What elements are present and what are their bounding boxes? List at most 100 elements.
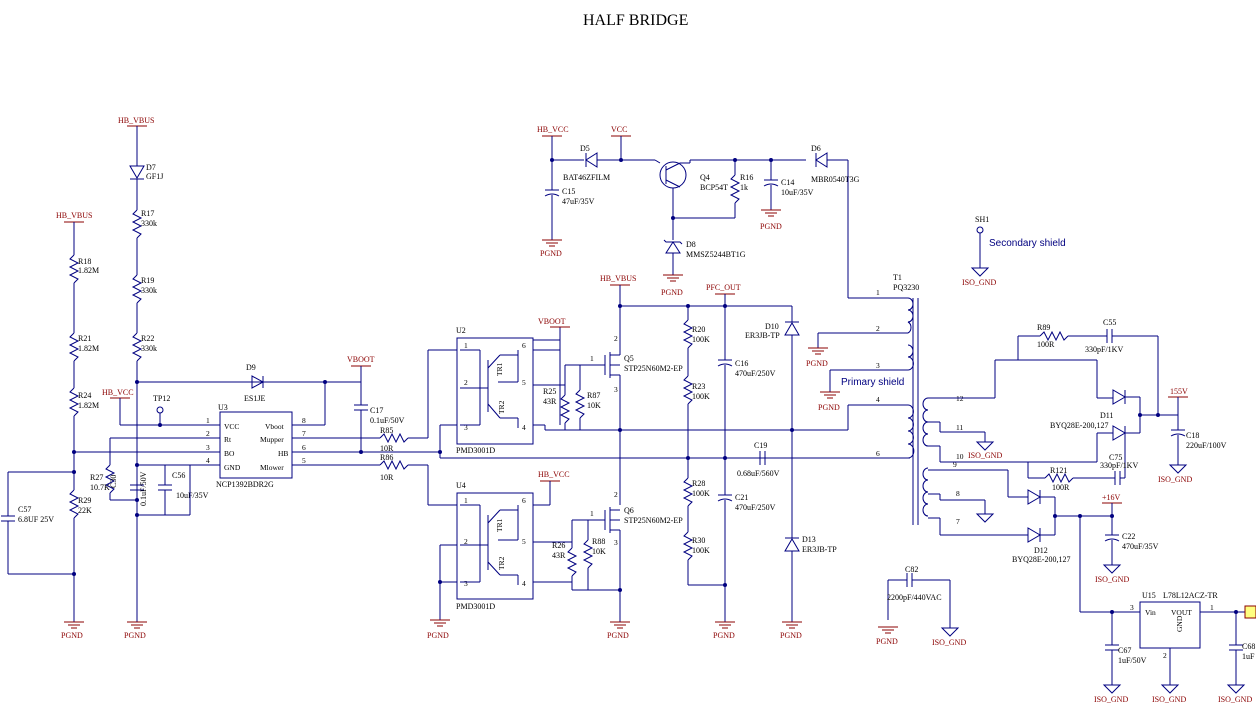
svg-text:4: 4 <box>876 395 880 404</box>
svg-text:SH1: SH1 <box>975 215 989 224</box>
svg-text:Rt: Rt <box>224 435 232 444</box>
svg-text:R27: R27 <box>90 473 103 482</box>
svg-text:1: 1 <box>876 288 880 297</box>
regulator-u15: U15 L78L12ACZ-TR Vin VOUT GND 3 1 2 <box>1130 591 1218 660</box>
net-hb-vbus-top: HB_VBUS <box>118 116 154 125</box>
svg-text:TR1: TR1 <box>495 518 504 532</box>
diode-d10: D10 ER3JB-TP <box>745 321 800 340</box>
svg-text:R87: R87 <box>587 391 600 400</box>
svg-text:TP12: TP12 <box>153 394 170 403</box>
capacitor-c75: C75 330pF/1KV <box>1073 433 1138 485</box>
pgnd-8: PGND <box>713 621 735 640</box>
svg-text:MMSZ5244BT1G: MMSZ5244BT1G <box>686 250 746 259</box>
svg-text:R20: R20 <box>692 325 705 334</box>
svg-text:VOUT: VOUT <box>1171 608 1192 617</box>
svg-text:D11: D11 <box>1100 411 1113 420</box>
svg-text:C16: C16 <box>735 359 748 368</box>
capacitor-c67: C67 1uF/50V <box>1105 644 1147 685</box>
svg-text:C57: C57 <box>18 505 31 514</box>
resistor-r19: R19 330k <box>131 274 157 304</box>
net-pfc-out: PFC_OUT <box>706 283 741 292</box>
resistor-r25: R25 43R <box>543 365 571 430</box>
svg-text:220uF/100V: 220uF/100V <box>1186 441 1227 450</box>
capacitor-c18: C18 220uF/100V <box>1170 429 1227 465</box>
pgnd-9: PGND <box>780 621 802 640</box>
svg-text:1.82M: 1.82M <box>78 401 99 410</box>
svg-text:R19: R19 <box>141 276 154 285</box>
svg-text:R121: R121 <box>1050 466 1067 475</box>
svg-text:TR2: TR2 <box>497 400 506 414</box>
iso-gnd-2 <box>975 513 995 523</box>
net-hb-vbus-left: HB_VBUS <box>56 211 92 220</box>
svg-text:6: 6 <box>876 449 880 458</box>
svg-text:BAT46ZFILM: BAT46ZFILM <box>563 173 610 182</box>
dual-diode-d11: D11 BYQ28E-200,127 <box>1050 389 1141 441</box>
svg-text:R89: R89 <box>1037 323 1050 332</box>
svg-text:D8: D8 <box>686 240 696 249</box>
svg-text:PGND: PGND <box>876 637 898 646</box>
svg-text:3: 3 <box>206 443 210 452</box>
svg-text:10uF/35V: 10uF/35V <box>176 491 209 500</box>
resistor-r22: R22 330k <box>131 332 157 362</box>
net-16v: +16V <box>1102 493 1121 502</box>
capacitor-c82: C82 2200pF/440VAC <box>887 565 951 628</box>
net-hb-vbus-q5: HB_VBUS <box>600 274 636 283</box>
svg-text:ISO_GND: ISO_GND <box>932 638 966 647</box>
svg-text:10K: 10K <box>587 401 601 410</box>
svg-text:C75: C75 <box>1109 453 1122 462</box>
pgnd-12: PGND <box>876 626 898 646</box>
svg-text:D6: D6 <box>811 144 821 153</box>
diode-d13: D13 ER3JB-TP <box>784 535 837 554</box>
svg-text:2: 2 <box>876 324 880 333</box>
pgnd-1: PGND <box>124 621 147 640</box>
net-vboot-left: VBOOT <box>347 355 375 364</box>
sheet-title: HALF BRIDGE <box>583 12 688 29</box>
svg-text:1: 1 <box>1210 603 1214 612</box>
svg-text:2: 2 <box>464 378 468 387</box>
svg-text:10K: 10K <box>592 547 606 556</box>
capacitor-c17: C17 0.1uF/50V <box>354 404 405 452</box>
svg-text:100K: 100K <box>692 546 710 555</box>
svg-text:1k: 1k <box>740 183 748 192</box>
svg-text:10uF/35V: 10uF/35V <box>781 188 814 197</box>
pgnd-6: PGND <box>661 274 683 297</box>
svg-text:PGND: PGND <box>760 222 782 231</box>
capacitor-c30: C30 0.1uF/50V <box>109 452 148 506</box>
svg-text:2: 2 <box>1163 651 1167 660</box>
iso-gnd-1: ISO_GND <box>968 441 1002 460</box>
svg-text:2200pF/440VAC: 2200pF/440VAC <box>887 593 942 602</box>
svg-text:STP25N60M2-EP: STP25N60M2-EP <box>624 364 683 373</box>
mosfet-q6: Q6 STP25N60M2-EP 1 2 3 <box>590 490 683 547</box>
svg-text:Mlower: Mlower <box>260 463 284 472</box>
capacitor-c16: C16 470uF/250V <box>717 359 776 458</box>
svg-text:R85: R85 <box>380 426 393 435</box>
svg-text:R86: R86 <box>380 453 393 462</box>
svg-text:10: 10 <box>956 452 964 461</box>
svg-text:1uF: 1uF <box>1242 652 1255 661</box>
diode-d7: D7 GF1J <box>129 163 163 181</box>
svg-text:47uF/35V: 47uF/35V <box>562 197 595 206</box>
zener-d8: D8 MMSZ5244BT1G <box>663 239 746 275</box>
resistor-r28: R28 100K <box>682 477 710 507</box>
net-vcc: VCC <box>611 125 627 134</box>
resistor-r21: R21 1.82M <box>68 332 99 362</box>
svg-text:R18: R18 <box>78 257 91 266</box>
svg-text:R23: R23 <box>692 382 705 391</box>
svg-text:U4: U4 <box>456 481 466 490</box>
svg-text:330k: 330k <box>141 286 157 295</box>
iso-gnd-6: ISO_GND <box>1152 684 1186 704</box>
svg-text:R17: R17 <box>141 209 154 218</box>
capacitor-c19: C19 0.68uF/560V <box>737 441 780 478</box>
svg-text:7: 7 <box>956 517 960 526</box>
capacitor-c14: C14 10uF/35V <box>763 160 814 210</box>
svg-text:100R: 100R <box>1052 483 1070 492</box>
svg-text:D9: D9 <box>246 363 256 372</box>
svg-text:PGND: PGND <box>427 631 449 640</box>
svg-text:ISO_GND: ISO_GND <box>1095 575 1129 584</box>
svg-text:D13: D13 <box>802 535 816 544</box>
svg-text:D5: D5 <box>580 144 590 153</box>
svg-text:6: 6 <box>302 443 306 452</box>
note-primary-shield: Primary shield <box>841 377 904 388</box>
svg-text:D10: D10 <box>765 322 779 331</box>
